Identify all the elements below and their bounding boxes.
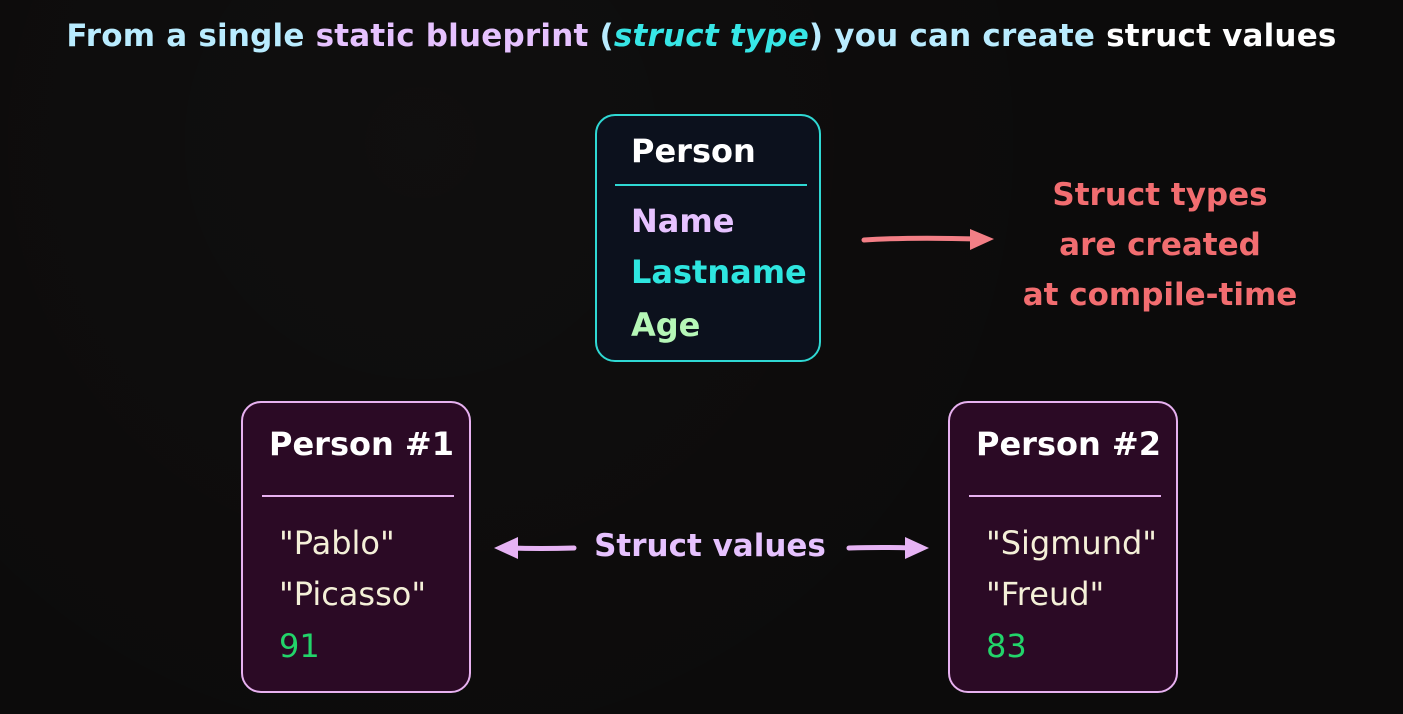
- note-line-1: Struct types: [1052, 177, 1268, 213]
- value-box-2-name: "Sigmund": [986, 524, 1157, 562]
- value-box-1-lastname: "Picasso": [279, 575, 427, 613]
- value-box-2-divider: [969, 495, 1161, 497]
- value-box-2-title: Person #2: [976, 425, 1161, 463]
- headline-part-6: struct values: [1106, 18, 1337, 54]
- note-line-3: at compile-time: [1022, 277, 1298, 313]
- struct-type-divider: [615, 184, 807, 186]
- value-box-1-divider: [262, 495, 454, 497]
- headline-part-4: struct type: [613, 18, 809, 54]
- value-box-1-name: "Pablo": [279, 524, 395, 562]
- struct-value-box-2: Person #2 "Sigmund" "Freud" 83: [948, 401, 1178, 693]
- struct-type-box: Person Name Lastname Age: [595, 114, 821, 362]
- field-name: Name: [631, 202, 735, 240]
- field-lastname: Lastname: [631, 253, 807, 291]
- compile-time-note: Struct types are created at compile-time: [1010, 170, 1310, 320]
- struct-value-box-1: Person #1 "Pablo" "Picasso" 91: [241, 401, 471, 693]
- arrow-to-note-icon: [861, 229, 994, 250]
- value-box-2-lastname: "Freud": [986, 575, 1105, 613]
- headline-part-3: (: [588, 18, 614, 54]
- value-box-2-age: 83: [986, 627, 1027, 665]
- headline-part-5: ) you can create: [808, 18, 1107, 54]
- note-line-2: are created: [1059, 227, 1261, 263]
- value-box-1-age: 91: [279, 627, 320, 665]
- struct-type-title: Person: [631, 132, 756, 170]
- arrow-left-icon: [494, 537, 577, 559]
- headline-part-2: static blueprint: [315, 18, 589, 54]
- headline: From a single static blueprint (struct t…: [0, 18, 1403, 54]
- struct-values-label: Struct values: [594, 528, 826, 564]
- headline-part-1: From a single: [66, 18, 316, 54]
- value-box-1-title: Person #1: [269, 425, 454, 463]
- arrow-right-icon: [846, 537, 929, 559]
- field-age: Age: [631, 306, 701, 344]
